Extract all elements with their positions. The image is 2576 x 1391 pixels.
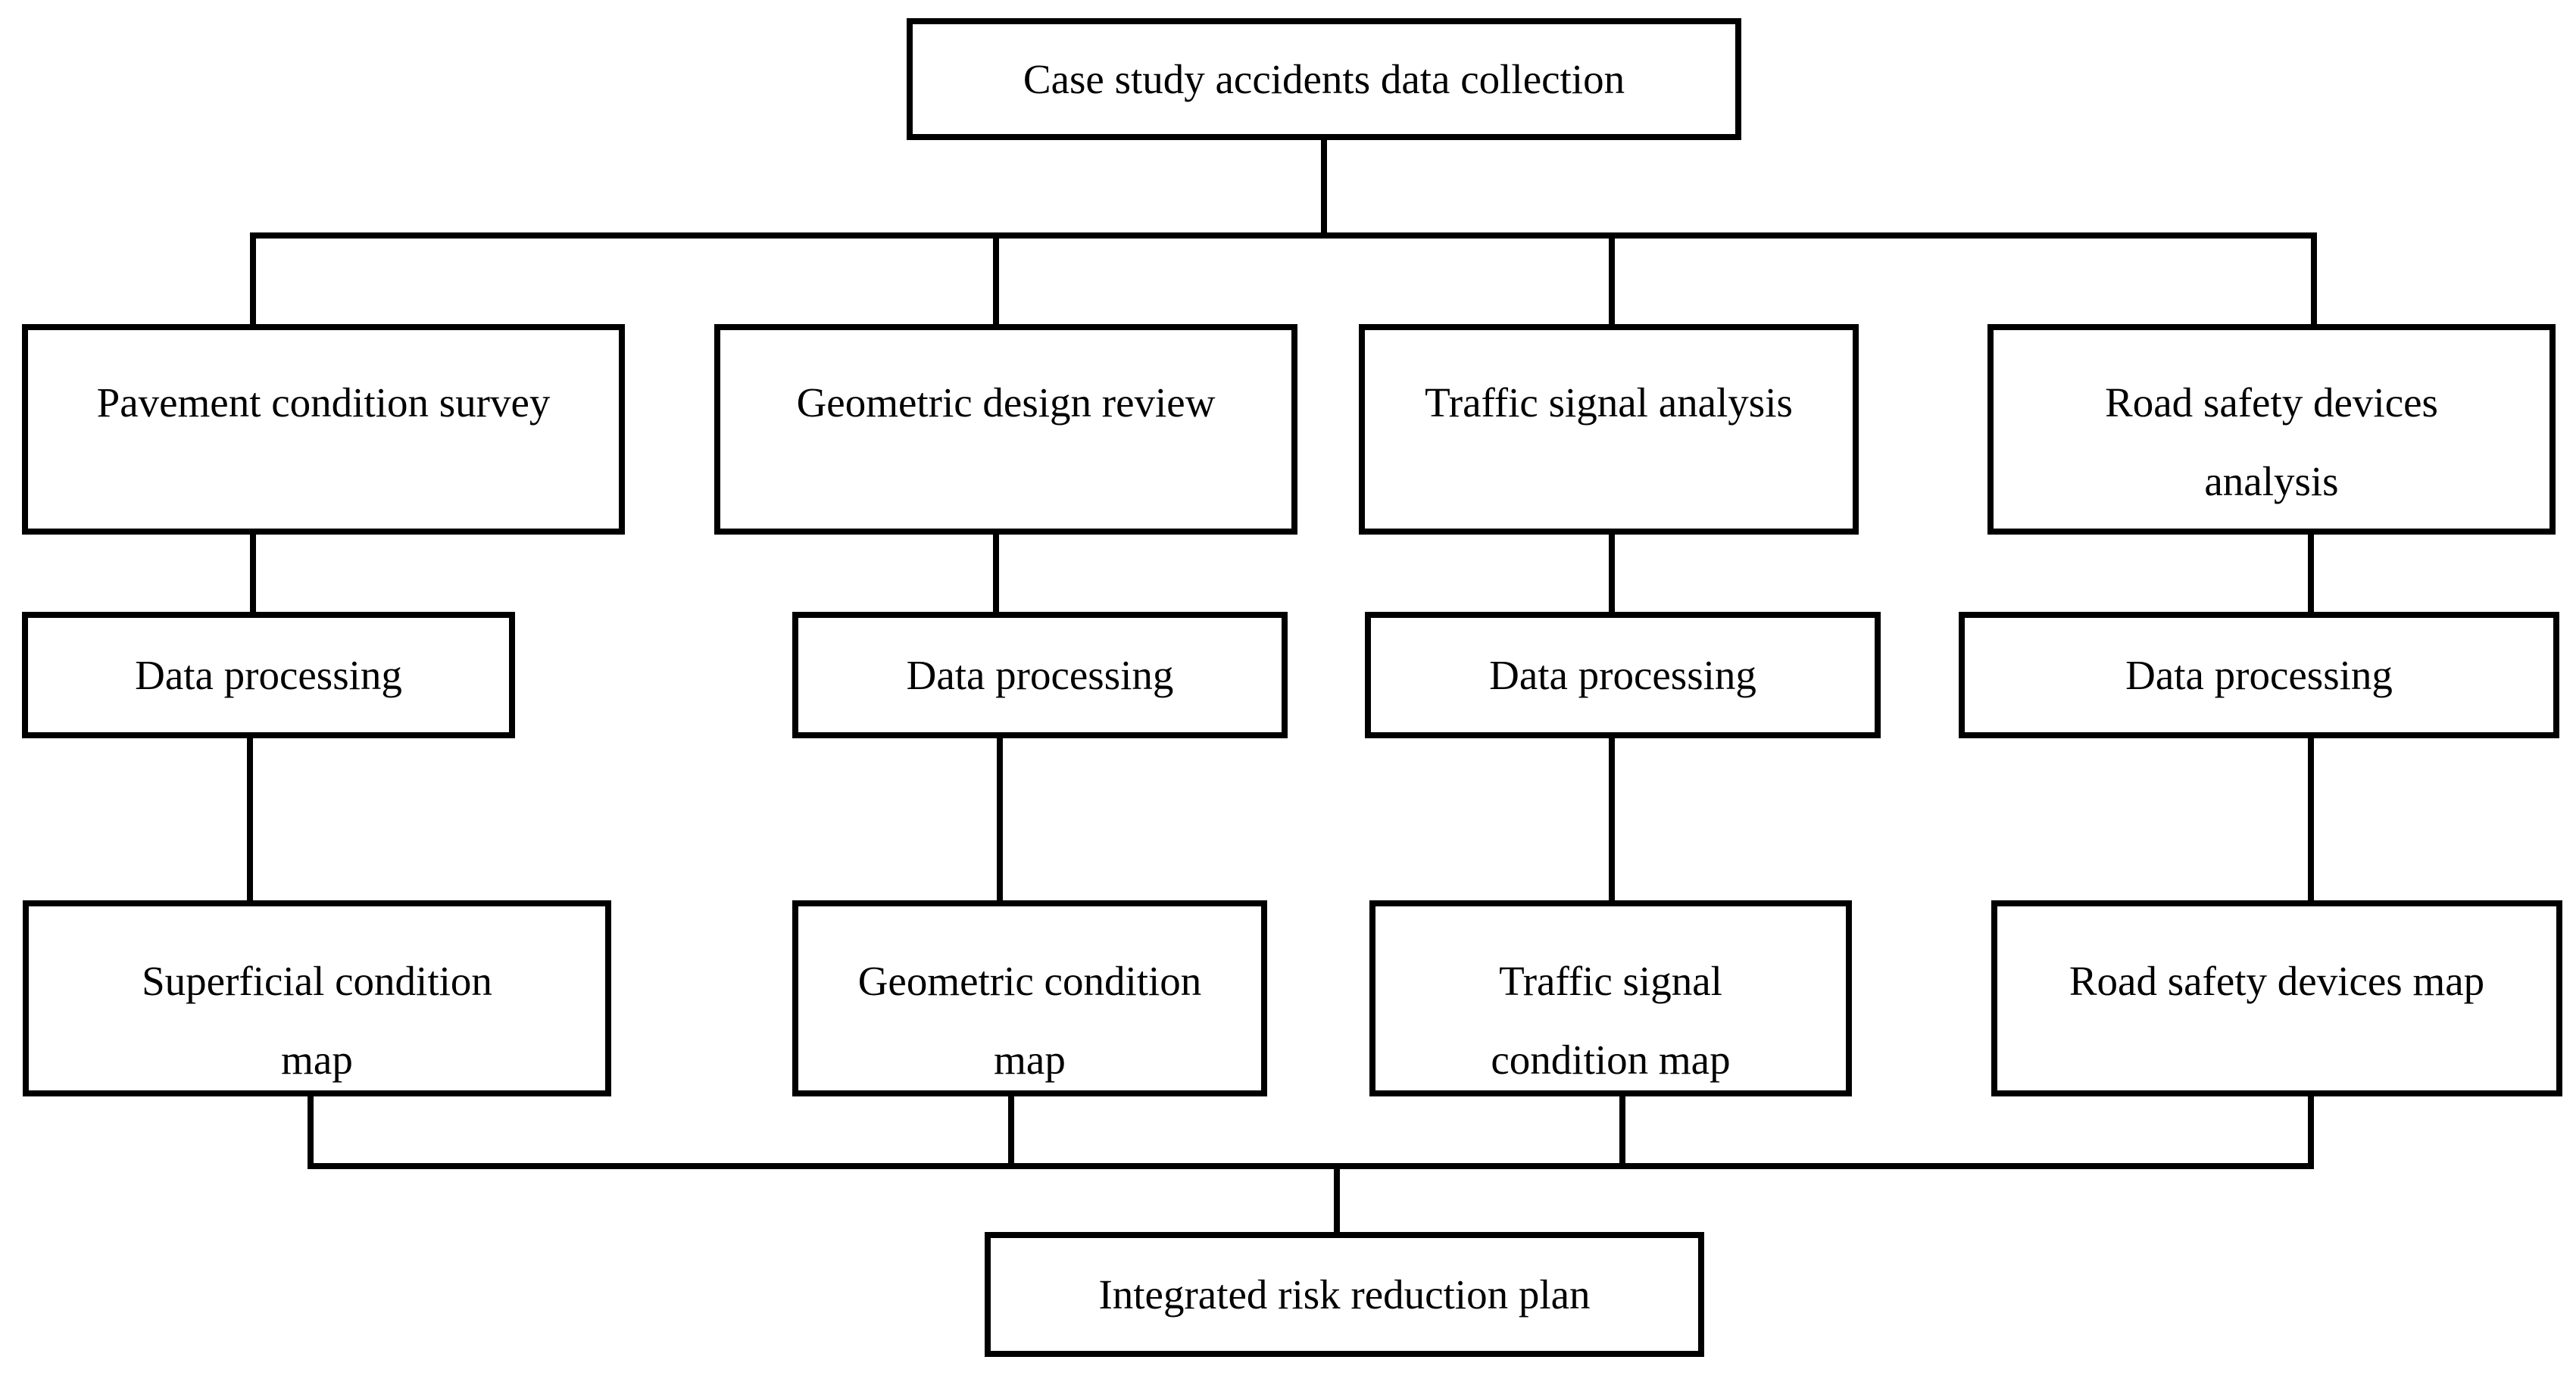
node-label-line2: map: [281, 1037, 353, 1083]
node-label-line1: Traffic signal: [1499, 958, 1722, 1004]
node-case-study-data-collection: Case study accidents data collection: [907, 18, 1741, 140]
node-label: Integrated risk reduction plan: [1098, 1271, 1591, 1318]
node-geometric-condition-map: Geometric condition map: [792, 900, 1267, 1096]
node-label: Geometric design review: [796, 379, 1216, 426]
node-label: Data processing: [2125, 651, 2393, 698]
node-data-processing-traffic: Data processing: [1365, 612, 1881, 738]
node-data-processing-geometric: Data processing: [792, 612, 1288, 738]
node-pavement-condition-survey: Pavement condition survey: [22, 324, 625, 535]
node-geometric-design-review: Geometric design review: [714, 324, 1297, 535]
node-label-line1: Geometric condition: [857, 958, 1202, 1004]
node-label: Road safety devices map: [2069, 958, 2485, 1004]
node-road-safety-devices-map: Road safety devices map: [1991, 900, 2562, 1096]
node-label: Data processing: [1489, 651, 1756, 698]
node-label-line2: condition map: [1491, 1037, 1731, 1083]
node-label-line1: Road safety devices: [2105, 379, 2438, 426]
node-label-line2: analysis: [2204, 458, 2339, 504]
node-road-safety-devices-analysis: Road safety devices analysis: [1987, 324, 2556, 535]
node-label: Case study accidents data collection: [1023, 55, 1625, 102]
node-label: Traffic signal analysis: [1425, 379, 1793, 426]
node-label: Pavement condition survey: [96, 379, 551, 426]
node-integrated-risk-reduction-plan: Integrated risk reduction plan: [985, 1232, 1704, 1357]
node-label-line1: Superficial condition: [142, 958, 492, 1004]
node-label: Data processing: [906, 651, 1174, 698]
node-superficial-condition-map: Superficial condition map: [23, 900, 611, 1096]
node-traffic-signal-analysis: Traffic signal analysis: [1359, 324, 1859, 535]
node-data-processing-road-safety: Data processing: [1959, 612, 2559, 738]
node-label: Data processing: [135, 651, 402, 698]
node-data-processing-pavement: Data processing: [22, 612, 515, 738]
node-traffic-signal-condition-map: Traffic signal condition map: [1369, 900, 1852, 1096]
node-label-line2: map: [994, 1037, 1066, 1083]
